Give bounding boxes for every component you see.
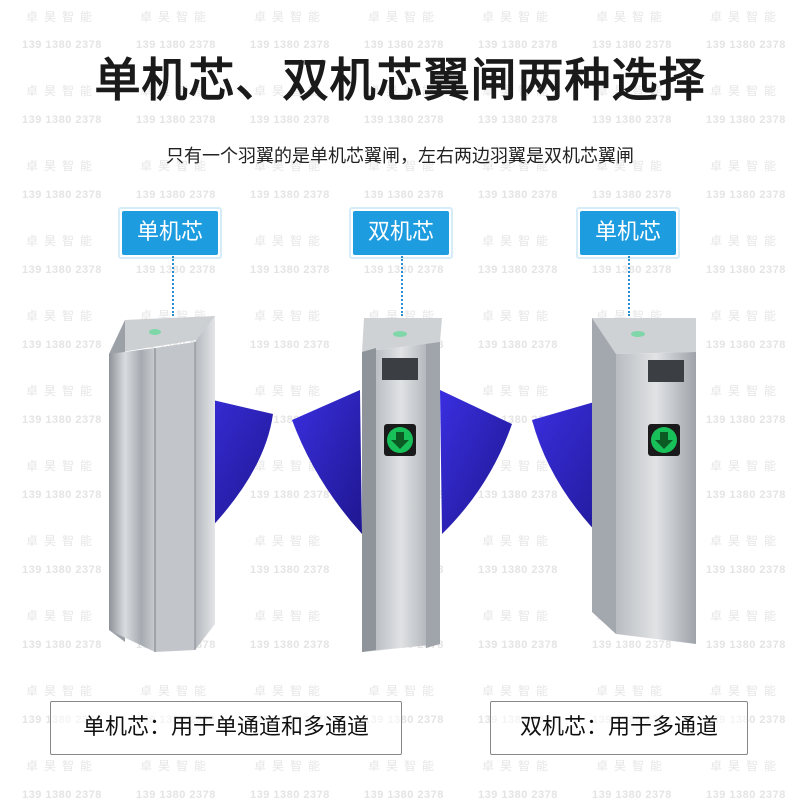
watermark-brand: 卓昊智能	[482, 10, 555, 24]
watermark-brand: 卓昊智能	[254, 759, 327, 773]
leader-line-1	[172, 256, 174, 316]
right-wing-panel	[440, 390, 512, 534]
watermark-brand: 卓昊智能	[710, 10, 783, 24]
watermark-brand: 卓昊智能	[26, 459, 99, 473]
watermark-phone: 139 1380 2378	[22, 639, 102, 651]
watermark-brand: 卓昊智能	[26, 234, 99, 248]
watermark-brand: 卓昊智能	[596, 10, 669, 24]
watermark-brand: 卓昊智能	[368, 759, 441, 773]
watermark-brand: 卓昊智能	[710, 234, 783, 248]
single-wing-gate-right-illustration	[532, 318, 696, 644]
watermark-phone: 139 1380 2378	[136, 789, 216, 801]
tag-frame-1	[118, 207, 222, 259]
watermark-brand: 卓昊智能	[26, 609, 99, 623]
watermark-phone: 139 1380 2378	[592, 789, 672, 801]
watermark-brand: 卓昊智能	[596, 759, 669, 773]
watermark-phone: 139 1380 2378	[250, 264, 330, 276]
watermark-brand: 卓昊智能	[710, 609, 783, 623]
watermark-brand: 卓昊智能	[140, 684, 213, 698]
watermark-brand: 卓昊智能	[710, 309, 783, 323]
watermark-phone: 139 1380 2378	[22, 264, 102, 276]
watermark-brand: 卓昊智能	[368, 10, 441, 24]
watermark-brand: 卓昊智能	[254, 10, 327, 24]
watermark-brand: 卓昊智能	[596, 684, 669, 698]
watermark-phone: 139 1380 2378	[706, 114, 786, 126]
watermark-phone: 139 1380 2378	[22, 789, 102, 801]
watermark-phone: 139 1380 2378	[250, 114, 330, 126]
watermark-phone: 139 1380 2378	[478, 789, 558, 801]
watermark-phone: 139 1380 2378	[364, 264, 444, 276]
watermark-brand: 卓昊智能	[26, 534, 99, 548]
watermark-phone: 139 1380 2378	[478, 264, 558, 276]
caption-single-core: 单机芯：用于单通道和多通道	[50, 701, 402, 755]
tag-single-core-1: 单机芯	[122, 211, 218, 255]
watermark-brand: 卓昊智能	[254, 234, 327, 248]
watermark-phone: 139 1380 2378	[136, 264, 216, 276]
watermark-brand: 卓昊智能	[140, 759, 213, 773]
watermark-phone: 139 1380 2378	[364, 189, 444, 201]
watermark-phone: 139 1380 2378	[22, 564, 102, 576]
watermark-phone: 139 1380 2378	[478, 189, 558, 201]
watermark-phone: 139 1380 2378	[706, 264, 786, 276]
watermark-brand: 卓昊智能	[482, 759, 555, 773]
watermark-brand: 卓昊智能	[710, 684, 783, 698]
watermark-brand: 卓昊智能	[26, 759, 99, 773]
left-wing-panel	[292, 390, 362, 534]
watermark-phone: 139 1380 2378	[22, 339, 102, 351]
single-wing-gate-left-illustration	[109, 316, 273, 652]
tag-double-core: 双机芯	[353, 211, 449, 255]
watermark-phone: 139 1380 2378	[706, 564, 786, 576]
watermark-phone: 139 1380 2378	[22, 414, 102, 426]
watermark-phone: 139 1380 2378	[592, 189, 672, 201]
watermark-brand: 卓昊智能	[368, 684, 441, 698]
watermark-phone: 139 1380 2378	[22, 489, 102, 501]
page-title: 单机芯、双机芯翼闸两种选择	[94, 53, 706, 107]
leader-line-3	[628, 256, 630, 316]
watermark-phone: 139 1380 2378	[592, 114, 672, 126]
watermark-brand: 卓昊智能	[710, 534, 783, 548]
watermark-brand: 卓昊智能	[482, 234, 555, 248]
watermark-brand: 卓昊智能	[482, 684, 555, 698]
watermark-brand: 卓昊智能	[140, 10, 213, 24]
watermark-phone: 139 1380 2378	[22, 189, 102, 201]
watermark-phone: 139 1380 2378	[706, 339, 786, 351]
tag-single-core-2: 单机芯	[580, 211, 676, 255]
leader-line-2	[401, 256, 403, 316]
watermark-phone: 139 1380 2378	[478, 114, 558, 126]
watermark-brand: 卓昊智能	[710, 384, 783, 398]
watermark-phone: 139 1380 2378	[136, 189, 216, 201]
watermark-phone: 139 1380 2378	[706, 639, 786, 651]
caption-double-core: 双机芯：用于多通道	[490, 701, 748, 755]
watermark-brand: 卓昊智能	[26, 10, 99, 24]
watermark-brand: 卓昊智能	[26, 684, 99, 698]
watermark-phone: 139 1380 2378	[250, 189, 330, 201]
watermark-phone: 139 1380 2378	[706, 789, 786, 801]
page-subtitle: 只有一个羽翼的是单机芯翼闸，左右两边羽翼是双机芯翼闸	[166, 146, 634, 167]
watermark-brand: 卓昊智能	[254, 684, 327, 698]
watermark-brand: 卓昊智能	[710, 759, 783, 773]
watermark-phone: 139 1380 2378	[136, 114, 216, 126]
watermark-phone: 139 1380 2378	[706, 489, 786, 501]
watermark-brand: 卓昊智能	[710, 459, 783, 473]
double-wing-gate-illustration	[292, 318, 512, 652]
watermark-phone: 139 1380 2378	[706, 414, 786, 426]
watermark-phone: 139 1380 2378	[364, 114, 444, 126]
watermark-phone: 139 1380 2378	[706, 189, 786, 201]
watermark-phone: 139 1380 2378	[592, 264, 672, 276]
watermark-phone: 139 1380 2378	[22, 114, 102, 126]
watermark-phone: 139 1380 2378	[364, 789, 444, 801]
watermark-brand: 卓昊智能	[26, 309, 99, 323]
watermark-brand: 卓昊智能	[26, 384, 99, 398]
watermark-phone: 139 1380 2378	[250, 789, 330, 801]
